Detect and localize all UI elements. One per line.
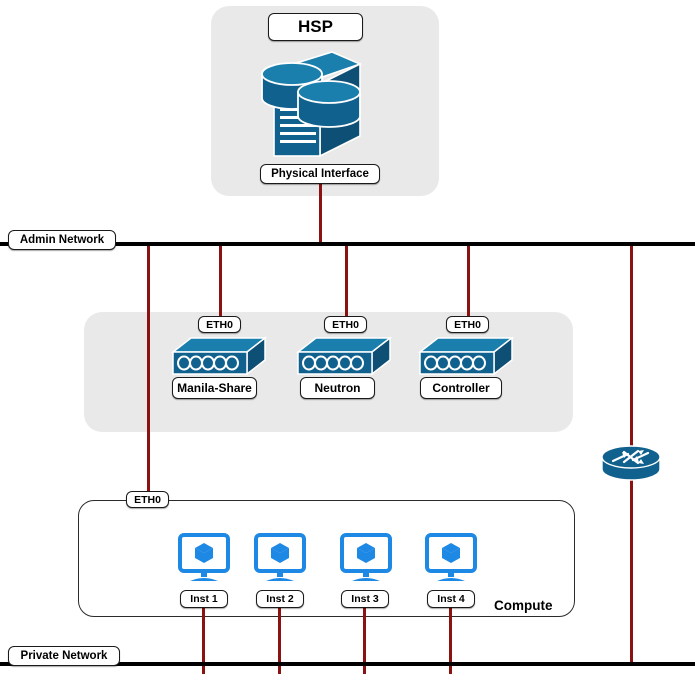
admin-network-bus [0, 242, 695, 246]
wire-admin-to-manila-share [219, 244, 222, 324]
private-network-label: Private Network [8, 646, 120, 666]
server-storage-icon [258, 48, 363, 158]
instance-monitor-icon [177, 533, 231, 583]
private-network-bus [0, 662, 695, 666]
switch-icon [417, 336, 515, 378]
compute-title-label: Compute [494, 598, 553, 613]
instance-3-label: Inst 3 [341, 590, 389, 608]
wire-instance-2-to-private [278, 606, 281, 674]
wire-admin-to-controller [467, 244, 470, 324]
instance-monitor-icon [339, 533, 393, 583]
physical-interface-label: Physical Interface [260, 164, 380, 184]
wire-instance-3-to-private [363, 606, 366, 674]
instance-1-label: Inst 1 [180, 590, 228, 608]
switch-icon [295, 336, 393, 378]
wire-admin-to-neutron [345, 244, 348, 324]
manila-share-eth0-label: ETH0 [198, 316, 241, 333]
wire-instance-1-to-private [202, 606, 205, 674]
compute-panel [78, 500, 575, 617]
neutron-label: Neutron [300, 377, 375, 399]
hsp-title-label: HSP [268, 13, 363, 41]
wire-admin-to-compute-eth0 [147, 244, 150, 500]
router-icon [600, 441, 662, 485]
wire-instance-4-to-private [449, 606, 452, 674]
compute-eth0-label: ETH0 [126, 491, 169, 508]
switch-icon [170, 336, 268, 378]
instance-2-label: Inst 2 [256, 590, 304, 608]
admin-network-label: Admin Network [8, 230, 116, 250]
neutron-eth0-label: ETH0 [324, 316, 367, 333]
instance-4-label: Inst 4 [427, 590, 475, 608]
instance-monitor-icon [424, 533, 478, 583]
controller-eth0-label: ETH0 [446, 316, 489, 333]
instance-monitor-icon [253, 533, 307, 583]
manila-share-label: Manila-Share [172, 377, 257, 399]
wire-hsp-to-admin [319, 183, 322, 244]
controller-label: Controller [420, 377, 502, 399]
